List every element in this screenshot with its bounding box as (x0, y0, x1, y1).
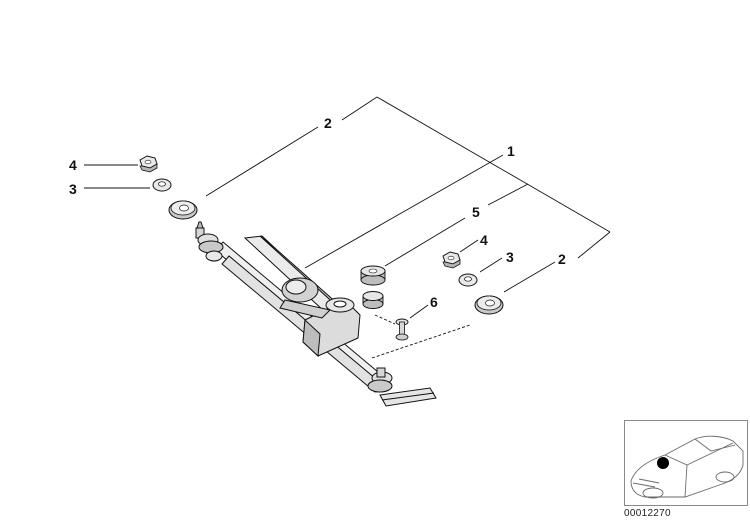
leader-lines (84, 96, 611, 359)
leader-6 (409, 304, 429, 319)
grommet-right (474, 295, 504, 315)
leader-2-top (341, 96, 378, 121)
callout-4-left: 4 (69, 157, 77, 173)
washer-left (152, 178, 172, 192)
hex-nut-right (442, 251, 461, 269)
dashed-helper-linkage (371, 324, 471, 359)
screw (395, 318, 409, 341)
callout-6: 6 (430, 294, 438, 310)
wiper-linkage-assembly (195, 221, 437, 407)
grommet-left (168, 200, 198, 220)
leader-5 (384, 217, 466, 267)
callout-4-right: 4 (480, 232, 488, 248)
locator-dot (657, 457, 669, 469)
leader-5-top (487, 183, 529, 206)
callout-5: 5 (472, 204, 480, 220)
vehicle-locator-inset (624, 420, 748, 506)
callout-3-right: 3 (506, 249, 514, 265)
callout-1: 1 (507, 143, 515, 159)
rubber-mount (360, 265, 386, 309)
callout-2-right: 2 (558, 251, 566, 267)
leader-2-left (205, 126, 319, 197)
leader-2b-washer (503, 261, 556, 293)
leader-1 (304, 154, 504, 269)
dashed-helper-6 (374, 314, 396, 325)
washer-right (458, 273, 478, 287)
callout-2-top: 2 (324, 115, 332, 131)
car-outline-icon (630, 435, 744, 499)
leader-4-right (459, 239, 479, 253)
callout-3-left: 3 (69, 181, 77, 197)
diagram-reference-code: 00012270 (624, 508, 671, 519)
hex-nut-left (139, 155, 158, 173)
leader-2-right (577, 231, 611, 259)
leader-3-right (479, 257, 503, 273)
leader-2-right-rail (376, 96, 611, 233)
